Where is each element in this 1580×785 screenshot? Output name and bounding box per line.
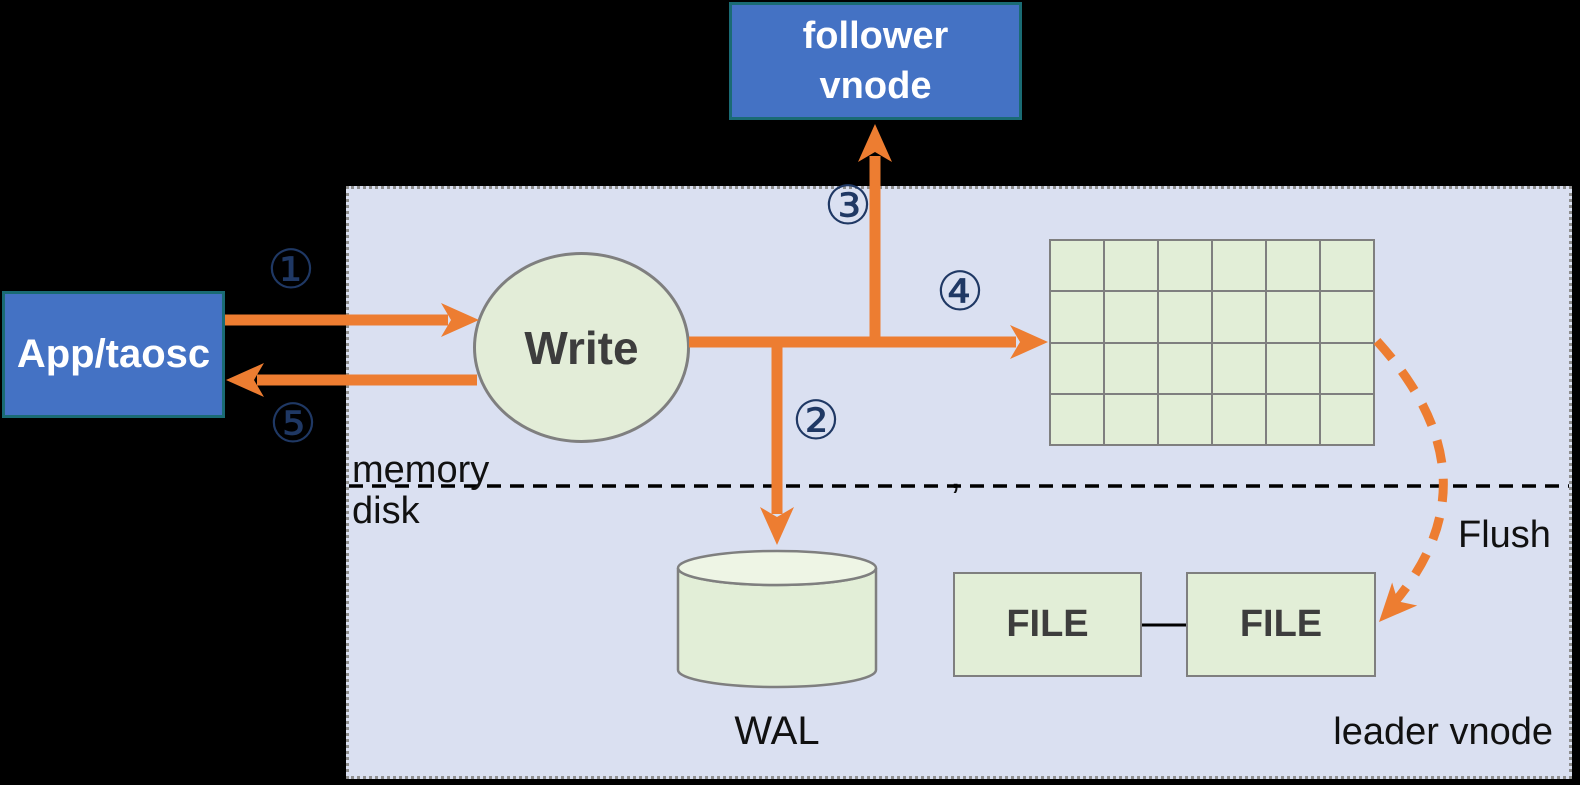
memtable-cell (1267, 241, 1319, 291)
memtable-cell (1105, 343, 1157, 393)
memtable-cell (1321, 343, 1373, 393)
app-taosc-label: App/taosc (16, 332, 211, 376)
follower-vnode-label: follower vnode (802, 14, 949, 107)
memtable-cell (1213, 241, 1265, 291)
app-taosc-node: App/taosc (2, 291, 225, 418)
step-2-badge: ② (791, 389, 841, 452)
memtable-cell (1105, 241, 1157, 291)
memtable-cell (1159, 241, 1211, 291)
memtable-cell (1213, 292, 1265, 342)
memory-label: memory (352, 449, 490, 491)
memtable-cell (1267, 343, 1319, 393)
file-right-label: FILE (1239, 603, 1323, 645)
follower-vnode-node: follower vnode (729, 2, 1022, 120)
memtable-cell (1321, 292, 1373, 342)
file-box-right: FILE (1186, 572, 1376, 677)
memtable-cell (1105, 292, 1157, 342)
file-left-label: FILE (1006, 603, 1089, 645)
write-process-circle: Write (473, 252, 690, 443)
step-1-badge: ① (266, 238, 316, 301)
memtable-cell (1213, 394, 1265, 444)
disk-label: disk (352, 490, 420, 532)
memtable-cell (1321, 394, 1373, 444)
step-4-badge: ④ (935, 260, 985, 323)
memtable-cell (1051, 394, 1103, 444)
write-label: Write (524, 321, 639, 374)
memtable-cell (1105, 394, 1157, 444)
memtable-cell (1321, 241, 1373, 291)
divider-stray-mark: , (950, 453, 962, 497)
memtable-cell (1051, 241, 1103, 291)
memtable-cell (1051, 292, 1103, 342)
memtable-cell (1213, 343, 1265, 393)
memtable-cell (1159, 343, 1211, 393)
memtable-cell (1267, 394, 1319, 444)
memtable-cell (1159, 292, 1211, 342)
wal-label: WAL (734, 709, 820, 753)
memtable-cell (1051, 343, 1103, 393)
memtable-cell (1267, 292, 1319, 342)
memtable-cell (1159, 394, 1211, 444)
flush-label: Flush (1458, 514, 1551, 556)
leader-vnode-label: leader vnode (1333, 711, 1553, 753)
memtable-grid (1049, 239, 1375, 446)
step-3-badge: ③ (823, 174, 873, 237)
step-5-badge: ⑤ (268, 392, 318, 455)
file-box-left: FILE (953, 572, 1142, 677)
